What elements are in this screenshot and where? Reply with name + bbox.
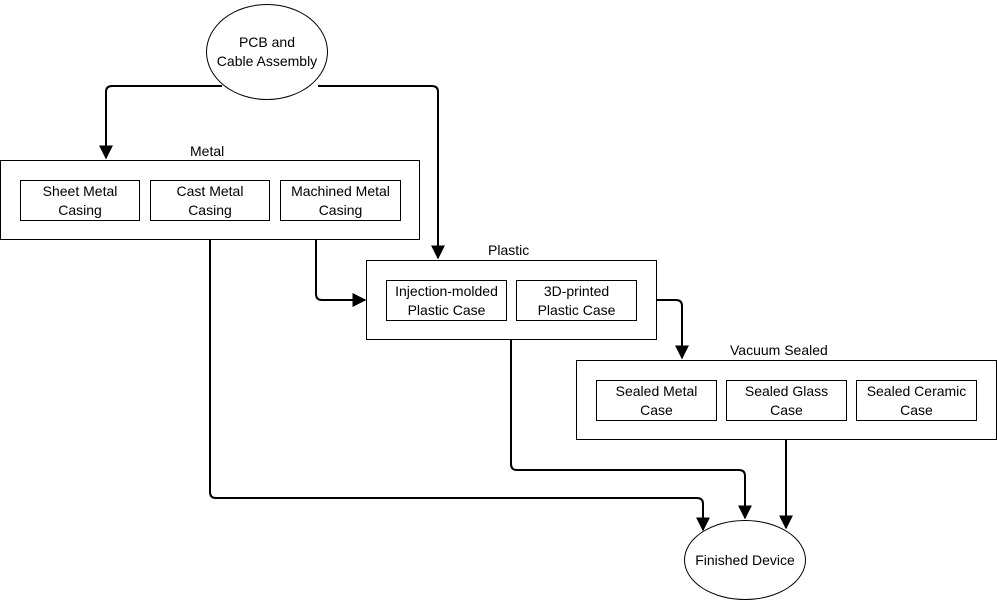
node-label: Injection-molded Plastic Case: [395, 282, 498, 318]
arrow-start-to-metal: [99, 85, 222, 160]
end-node-finished-device[interactable]: Finished Device: [684, 520, 806, 600]
arrow-plastic-to-finished: [510, 340, 752, 520]
group-metal[interactable]: [0, 160, 420, 240]
start-node-pcb-cable-assembly[interactable]: PCB and Cable Assembly: [206, 4, 328, 100]
node-label: Cast Metal Casing: [176, 182, 244, 218]
node-machined-metal-casing[interactable]: Machined Metal Casing: [280, 180, 401, 221]
node-label: Sealed Glass Case: [744, 382, 829, 418]
arrow-plastic-to-vacuum: [657, 299, 689, 360]
group-label-metal: Metal: [190, 143, 225, 159]
group-label-plastic: Plastic: [488, 242, 530, 258]
group-label-vacuum-sealed: Vacuum Sealed: [730, 342, 828, 358]
node-label: Sealed Ceramic Case: [866, 382, 967, 418]
arrow-machined-to-plastic: [315, 240, 367, 307]
node-sealed-metal-case[interactable]: Sealed Metal Case: [596, 380, 717, 421]
node-label: 3D-printed Plastic Case: [537, 282, 616, 318]
group-plastic[interactable]: [366, 260, 657, 340]
node-sheet-metal-casing[interactable]: Sheet Metal Casing: [20, 180, 140, 221]
end-node-label: Finished Device: [695, 551, 795, 568]
arrow-start-to-plastic: [318, 85, 445, 260]
node-label: Machined Metal Casing: [291, 182, 390, 218]
node-3d-printed-plastic-case[interactable]: 3D-printed Plastic Case: [516, 280, 637, 321]
node-sealed-glass-case[interactable]: Sealed Glass Case: [726, 380, 847, 421]
node-label: Sheet Metal Casing: [42, 182, 118, 218]
node-injection-molded-plastic-case[interactable]: Injection-molded Plastic Case: [386, 280, 507, 321]
node-cast-metal-casing[interactable]: Cast Metal Casing: [150, 180, 270, 221]
node-label: Sealed Metal Case: [615, 382, 698, 418]
start-node-label: PCB and Cable Assembly: [216, 34, 318, 69]
arrow-metal-to-finished: [209, 240, 710, 532]
node-sealed-ceramic-case[interactable]: Sealed Ceramic Case: [856, 380, 977, 421]
